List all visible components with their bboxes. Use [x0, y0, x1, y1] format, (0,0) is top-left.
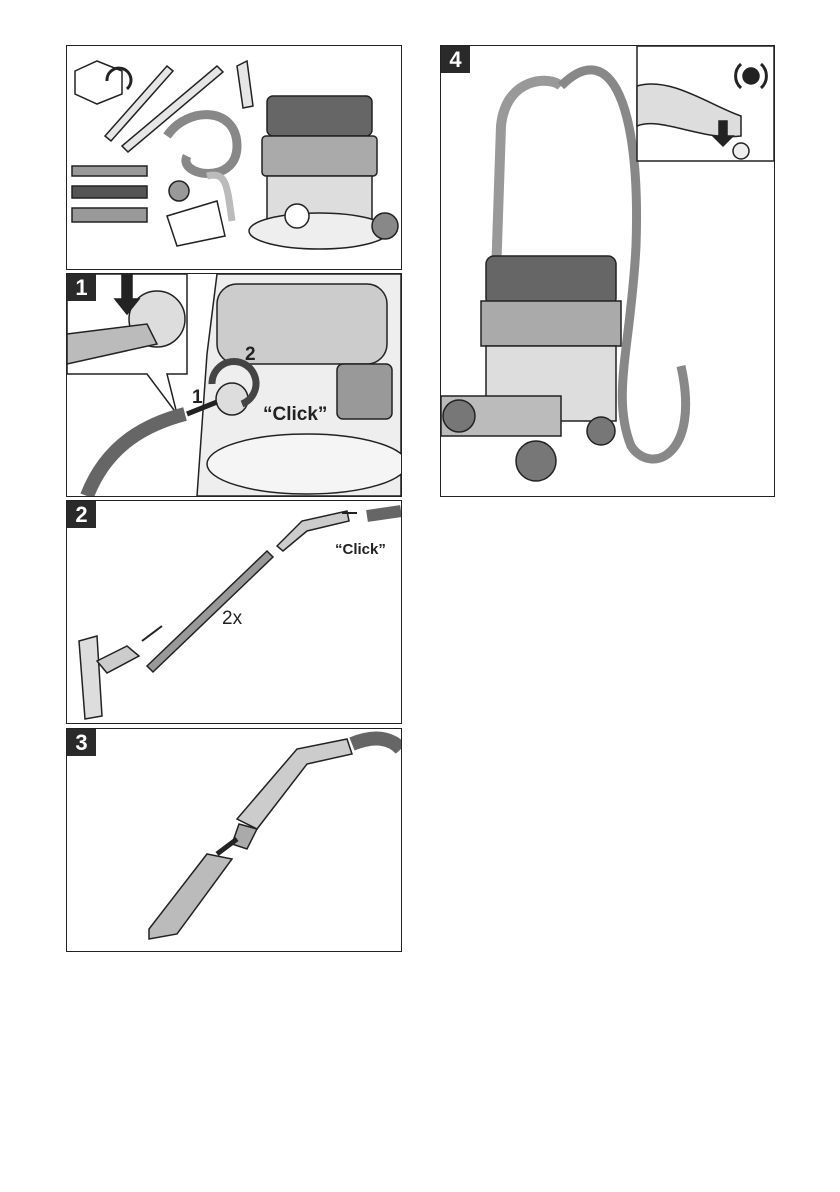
step-number: 3 [67, 729, 96, 756]
quantity-label: 2x [222, 608, 243, 629]
step-number: 1 [67, 274, 96, 301]
step-2-panel: 2 “Click” 2x [66, 500, 402, 724]
click-sound-label: “Click” [335, 541, 386, 558]
assembled-vacuum-illustration [441, 46, 774, 482]
step-number: 2 [67, 501, 96, 528]
package-contents-illustration [71, 59, 399, 250]
sub-step-1-label: 1 [192, 387, 203, 408]
sub-step-2-label: 2 [245, 344, 256, 365]
crevice-nozzle-illustration [148, 731, 401, 940]
contents-panel [66, 45, 402, 270]
step-3-panel: 3 [66, 728, 402, 952]
step-1-panel: 1 2 1 “Click” [66, 273, 402, 497]
step-number: 4 [441, 46, 470, 73]
tube-assembly-illustration [78, 505, 401, 720]
step-4-panel: 4 [440, 45, 775, 497]
lock-symbol-icon [742, 67, 760, 85]
hose-connection-illustration [67, 274, 401, 496]
click-sound-label: “Click” [263, 404, 328, 425]
